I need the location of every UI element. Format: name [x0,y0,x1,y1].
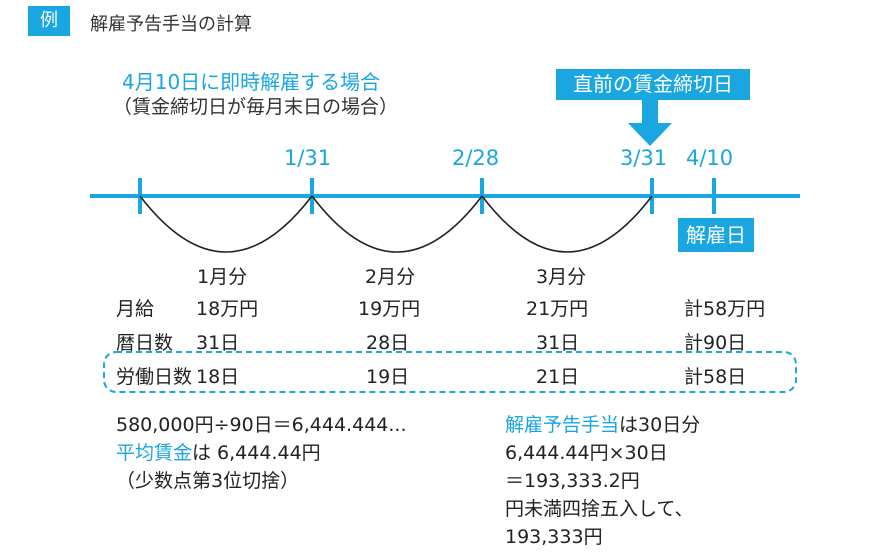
average-wage-value: は 6,444.44円 [192,442,321,464]
calc-left-line2: 平均賃金は 6,444.44円 [116,438,321,465]
salary-jan: 18万円 [196,298,259,320]
calendar-days-feb: 28日 [366,332,410,354]
workdays-highlight [103,351,797,393]
work-days-jan: 18日 [196,366,240,388]
calc-left-line3: （少数点第3位切捨） [116,470,300,492]
arc-jan [139,195,313,253]
page-title: 解雇予告手当の計算 [90,14,252,35]
scenario-line2: （賃金締切日が毎月末日の場合） [113,96,399,118]
date-apr10: 4/10 [686,146,734,170]
calendar-days-mar: 31日 [536,332,580,354]
work-days-total: 計58日 [684,366,747,388]
callout-arrow-stem [642,100,658,124]
callout-box: 直前の賃金締切日 [556,69,750,100]
calc-right-line4: 円未満四捨五入して、 [505,498,694,520]
work-days-feb: 19日 [366,366,410,388]
salary-label: 月給 [116,298,155,320]
dismissal-label: 解雇日 [686,223,746,247]
salary-mar: 21万円 [526,298,589,320]
calc-left-line1: 580,000円÷90日＝6,444.444... [116,414,407,436]
salary-total: 計58万円 [684,298,766,320]
work-days-mar: 21日 [536,366,580,388]
calc-right-line2: 6,444.44円×30日 [505,442,668,464]
calc-right-line1: 解雇予告手当は30日分 [505,410,700,437]
arc-feb [311,195,483,253]
arc-mar [481,195,653,253]
month-label-feb: 2月分 [365,266,416,288]
date-feb28: 2/28 [452,146,500,170]
date-jan31: 1/31 [284,146,332,170]
calendar-days-label: 暦日数 [116,332,174,354]
work-days-label: 労働日数 [116,366,193,388]
calc-right-line5: 193,333円 [505,526,603,548]
callout-label: 直前の賃金締切日 [573,72,733,96]
calc-right-line3: ＝193,333.2円 [505,470,640,492]
month-label-mar: 3月分 [536,266,587,288]
scenario-line1: 4月10日に即時解雇する場合 [122,70,381,94]
salary-feb: 19万円 [358,298,421,320]
notice-allowance-days: は30日分 [619,414,701,436]
average-wage-term: 平均賃金 [116,442,193,464]
month-label-jan: 1月分 [197,266,248,288]
dismissal-box: 解雇日 [678,218,754,252]
date-mar31: 3/31 [620,146,668,170]
calendar-days-jan: 31日 [196,332,240,354]
notice-allowance-term: 解雇予告手当 [505,414,620,436]
example-tag: 例 [28,6,70,36]
callout-arrow-head [628,123,672,146]
calendar-days-total: 計90日 [684,332,747,354]
